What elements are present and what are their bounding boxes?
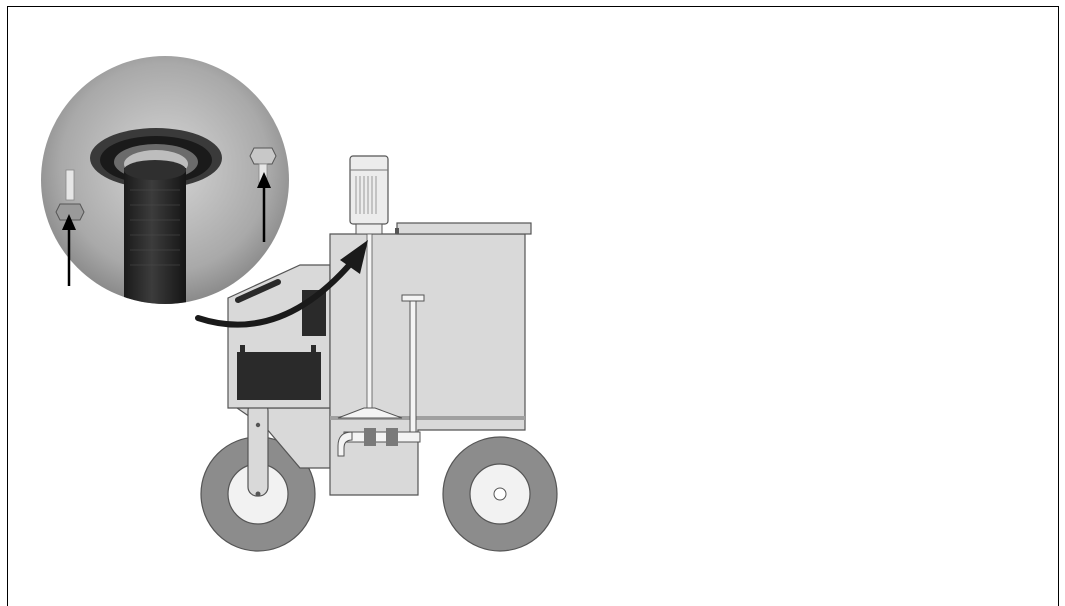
rear-wheel bbox=[443, 437, 557, 551]
battery bbox=[237, 345, 321, 400]
tank-lid bbox=[397, 223, 531, 234]
motor bbox=[350, 156, 388, 234]
front-fork bbox=[248, 402, 268, 496]
magnified-inset bbox=[41, 56, 289, 318]
